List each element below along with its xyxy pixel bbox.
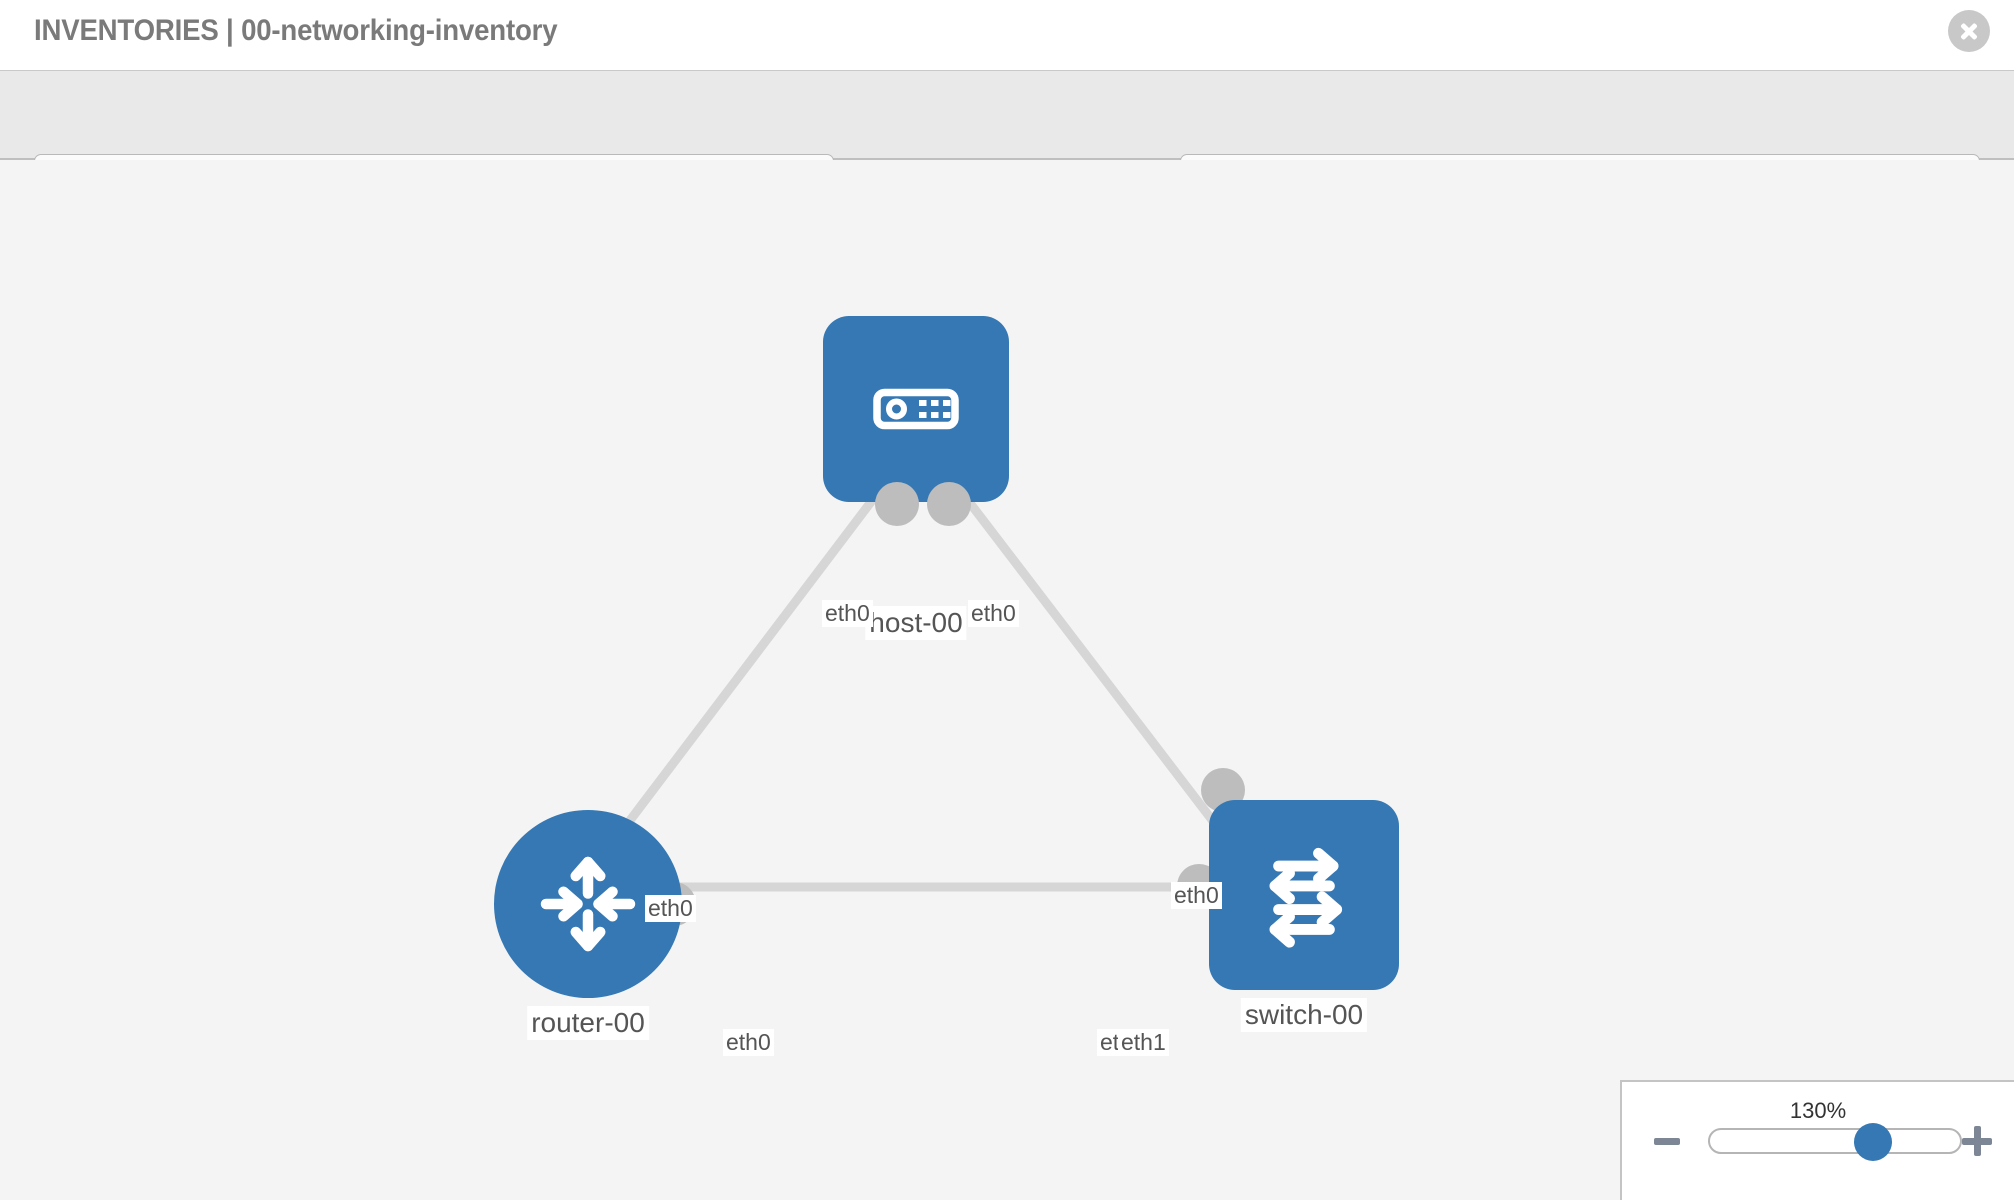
server-icon [873, 388, 959, 430]
edge-label-switch-left-b: eth1 [1118, 1029, 1169, 1056]
topology-canvas[interactable]: host-00 router-00 [0, 160, 2014, 1200]
node-switch-00-shape [1209, 800, 1399, 990]
edge-label-host-left: eth0 [822, 600, 873, 627]
close-icon[interactable] [1948, 10, 1990, 52]
node-host-00-label: host-00 [865, 606, 967, 640]
port-host-00-eth0-right[interactable] [927, 482, 971, 526]
node-switch-00[interactable]: switch-00 [1177, 768, 1399, 1032]
zoom-in-icon[interactable] [1962, 1126, 1992, 1156]
edge-label-host-right: eth0 [968, 600, 1019, 627]
router-arrows-icon [540, 856, 636, 952]
topology-edges [596, 487, 1239, 892]
port-host-00-eth0-left[interactable] [875, 482, 919, 526]
zoom-percent-label: 130% [1789, 1098, 1847, 1123]
edge-label-router-up: eth0 [645, 895, 696, 922]
page-header: INVENTORIES | 00-networking-inventory [0, 0, 2014, 70]
edge-label-switch-up: eth0 [1171, 882, 1222, 909]
zoom-slider-track[interactable] [1708, 1123, 1962, 1161]
zoom-control: 130% [1620, 1080, 2014, 1200]
edge-label-router-right: eth0 [723, 1029, 774, 1056]
node-switch-00-label: switch-00 [1240, 998, 1368, 1032]
node-router-00[interactable]: router-00 [494, 810, 696, 1040]
node-host-00-shape [823, 316, 1009, 502]
page-title: INVENTORIES | 00-networking-inventory [34, 14, 558, 47]
node-host-00[interactable]: host-00 [823, 316, 1009, 640]
zoom-slider-thumb[interactable] [1854, 1123, 1893, 1161]
zoom-out-icon[interactable] [1654, 1138, 1680, 1145]
toolbar: ACTIONS SEARCH [0, 70, 2014, 206]
switch-arrows-icon [1269, 847, 1343, 948]
node-router-00-label: router-00 [527, 1006, 649, 1040]
